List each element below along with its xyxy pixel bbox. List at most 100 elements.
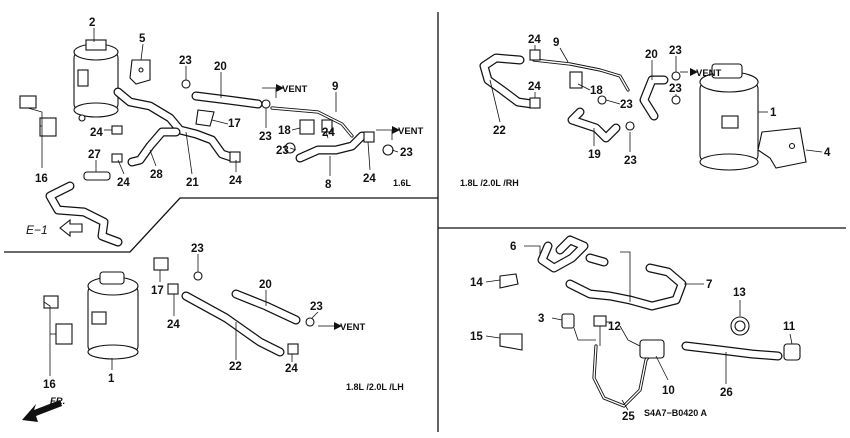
callout: 23 bbox=[669, 45, 682, 57]
callout: 3 bbox=[538, 313, 544, 325]
valve-10 bbox=[639, 339, 665, 359]
diagram-code: S4A7−B0420 A bbox=[644, 408, 707, 418]
callout: 15 bbox=[470, 331, 483, 343]
bracket-18-rh bbox=[569, 71, 583, 89]
hose-20-rh bbox=[639, 75, 669, 121]
callout: 26 bbox=[720, 387, 733, 399]
callout: 24 bbox=[167, 319, 180, 331]
clamp-23-c bbox=[181, 79, 191, 89]
pipe-25 bbox=[592, 344, 654, 408]
hose-e1 bbox=[45, 181, 123, 247]
section-valves bbox=[485, 235, 801, 411]
callout: 11 bbox=[783, 321, 796, 333]
pipe-9-rh bbox=[532, 58, 630, 92]
callout: 24 bbox=[322, 127, 335, 139]
fitting-27 bbox=[83, 171, 111, 181]
hose-20 bbox=[191, 91, 263, 109]
callout: 24 bbox=[285, 363, 298, 375]
clamp-23-lh-b bbox=[305, 317, 315, 327]
bracket-5 bbox=[129, 59, 151, 85]
hose-19 bbox=[567, 107, 621, 143]
leaders-rh bbox=[489, 45, 823, 153]
leaders-1-6l bbox=[27, 28, 399, 176]
vent-label-rh: VENT bbox=[696, 68, 722, 79]
hose-22-rh bbox=[479, 53, 537, 109]
callout: 1 bbox=[108, 373, 115, 385]
e1-label: E−1 bbox=[26, 223, 48, 237]
clamp-23-rh-b bbox=[625, 121, 635, 131]
e1-arrow bbox=[59, 218, 83, 238]
callout: 8 bbox=[325, 179, 332, 191]
callout: 18 bbox=[590, 85, 603, 97]
callout: 24 bbox=[528, 81, 541, 93]
clip-24-b bbox=[363, 131, 375, 143]
leaders-valves bbox=[485, 245, 793, 411]
canister-1-rh bbox=[699, 63, 759, 171]
vent-label-lh: VENT bbox=[340, 322, 366, 333]
vent-arrow-lh bbox=[334, 322, 342, 330]
callout: 23 bbox=[179, 55, 192, 67]
clip-24-d bbox=[111, 153, 123, 163]
callout: 24 bbox=[229, 175, 242, 187]
hose-6b bbox=[585, 253, 609, 267]
canister-2 bbox=[73, 39, 119, 122]
fitting-3 bbox=[561, 313, 575, 329]
callout: 20 bbox=[214, 61, 227, 73]
callout: 23 bbox=[624, 155, 637, 167]
callout: 23 bbox=[620, 99, 633, 111]
callout: 27 bbox=[88, 149, 101, 161]
callout: 10 bbox=[662, 385, 675, 397]
vent-label-1: VENT bbox=[282, 84, 308, 95]
callout: 17 bbox=[228, 118, 241, 130]
callout: 21 bbox=[186, 177, 199, 189]
section-dividers bbox=[4, 12, 846, 432]
clip-24-c bbox=[111, 125, 123, 135]
clamp-23-rh-c bbox=[671, 71, 681, 81]
leaders-lh bbox=[43, 254, 334, 376]
callout: 25 bbox=[622, 411, 635, 423]
clip-24-lh-b bbox=[287, 343, 299, 355]
hose-6 bbox=[537, 235, 589, 273]
clip-24-a bbox=[321, 119, 333, 133]
section-labels: 1.6L 1.8L /2.0L /RH 1.8L /2.0L /LH S4A7−… bbox=[346, 178, 707, 418]
section-1-6l bbox=[19, 28, 400, 247]
clip-24-e bbox=[229, 151, 241, 163]
hose-26 bbox=[681, 341, 783, 361]
bracket-18 bbox=[299, 119, 315, 135]
callout: 12 bbox=[608, 321, 621, 333]
callout: 22 bbox=[229, 361, 242, 373]
clip-14 bbox=[499, 273, 519, 289]
clamp-23-d bbox=[261, 99, 271, 109]
callout: 22 bbox=[493, 125, 506, 137]
clips-16-lh bbox=[43, 295, 73, 345]
callout: 17 bbox=[151, 285, 164, 297]
valve-12 bbox=[593, 315, 607, 346]
clip-24-rh-a bbox=[529, 49, 541, 61]
callout: 14 bbox=[470, 277, 483, 289]
fr-arrow bbox=[22, 400, 62, 422]
section-lh bbox=[43, 254, 342, 376]
callout: 24 bbox=[363, 173, 376, 185]
callout: 7 bbox=[706, 279, 712, 291]
callout: 13 bbox=[733, 287, 746, 299]
callout: 23 bbox=[669, 83, 682, 95]
fr-label: FR. bbox=[50, 396, 65, 407]
hose-22-lh bbox=[181, 291, 285, 357]
callout: 9 bbox=[332, 81, 338, 93]
vent-arrow-1 bbox=[276, 84, 284, 92]
clamp-23-lh-a bbox=[193, 271, 203, 281]
callout: 28 bbox=[150, 169, 163, 181]
callout: 16 bbox=[43, 379, 56, 391]
callout: 23 bbox=[400, 147, 413, 159]
clip-17-lh bbox=[153, 257, 169, 271]
callout: 24 bbox=[90, 127, 103, 139]
clamp-13 bbox=[730, 316, 750, 336]
vent-labels: VENT VENT VENT VENT E−1 FR. bbox=[26, 68, 722, 407]
callout: 4 bbox=[824, 147, 831, 159]
callout: 24 bbox=[528, 34, 541, 46]
callout: 20 bbox=[645, 49, 658, 61]
section-rh bbox=[479, 45, 823, 171]
clamp-23-rh-a bbox=[597, 95, 607, 105]
vent-arrow-2 bbox=[392, 126, 400, 134]
